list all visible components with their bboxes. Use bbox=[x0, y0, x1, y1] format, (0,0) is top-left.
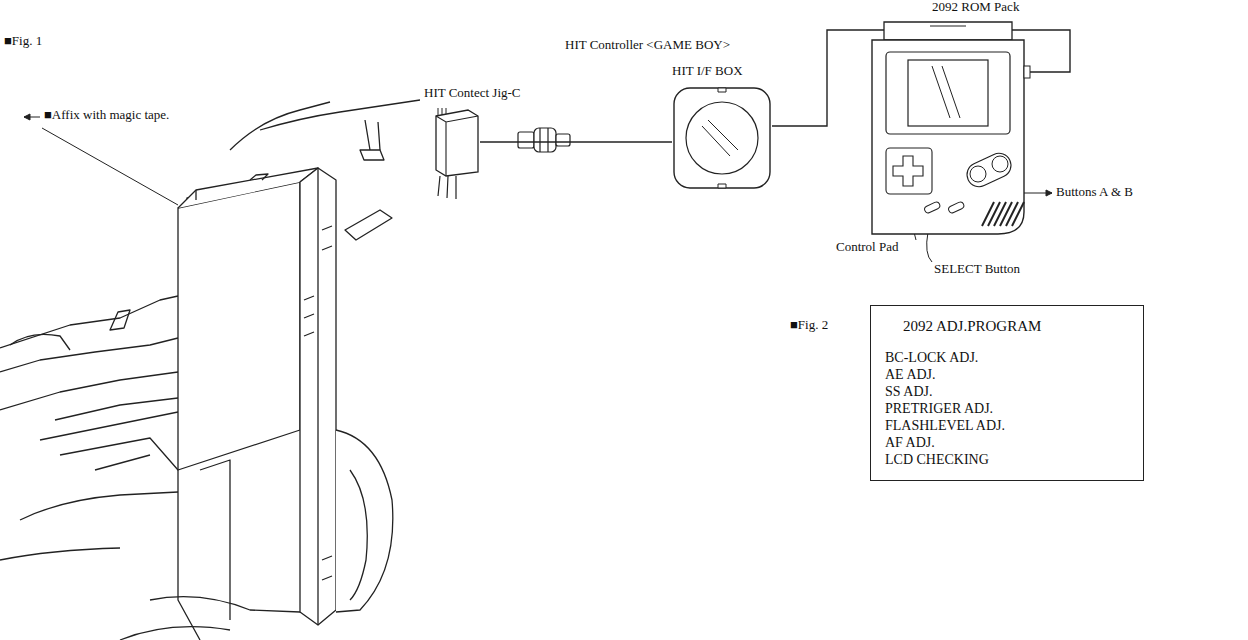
connector-plug bbox=[540, 128, 548, 152]
camera-drawing bbox=[0, 372, 178, 410]
figure-label: ■Fig. 2 bbox=[790, 318, 828, 333]
control-pad bbox=[886, 148, 932, 194]
rom-pack bbox=[930, 26, 966, 27]
plug-shape bbox=[432, 108, 480, 176]
menu-item: FLASHLEVEL ADJ. bbox=[885, 417, 1123, 434]
speaker-grille bbox=[988, 202, 1000, 226]
connector-plug bbox=[556, 134, 570, 146]
menu-item: PRETRIGER ADJ. bbox=[885, 400, 1123, 417]
game-boy-shape bbox=[870, 22, 1026, 236]
camera-drawing bbox=[195, 190, 196, 200]
leader-line bbox=[927, 232, 932, 262]
camera-drawing bbox=[360, 150, 384, 160]
speaker-grille bbox=[1000, 202, 1012, 226]
leader-line bbox=[24, 114, 30, 120]
connector-plug bbox=[518, 132, 534, 148]
camera-drawing bbox=[95, 455, 150, 470]
camera-drawing bbox=[0, 338, 178, 372]
menu-item: AE ADJ. bbox=[885, 366, 1123, 383]
camera-drawing bbox=[300, 168, 336, 625]
speaker-grille bbox=[1006, 202, 1018, 226]
camera-drawing bbox=[0, 100, 420, 640]
leader-line bbox=[42, 128, 178, 205]
game-boy-body bbox=[872, 40, 1024, 234]
part-label: Control Pad bbox=[836, 240, 898, 255]
camera-drawing bbox=[350, 470, 367, 600]
camera-drawing bbox=[120, 627, 230, 640]
speaker-grille bbox=[994, 202, 1006, 226]
camera-drawing bbox=[304, 296, 314, 336]
leader-line bbox=[1046, 190, 1052, 196]
camera-drawing bbox=[20, 492, 178, 520]
camera-drawing bbox=[150, 597, 300, 612]
camera-drawing bbox=[336, 430, 393, 612]
menu-item: SS ADJ. bbox=[885, 383, 1123, 400]
interface-box: HIT I/F BOX bbox=[672, 86, 772, 190]
camera-drawing bbox=[10, 334, 70, 350]
menu-title: 2092 ADJ.PROGRAM bbox=[903, 318, 1123, 335]
camera-drawing bbox=[250, 174, 268, 180]
clip bbox=[718, 88, 726, 188]
connector-plug bbox=[438, 176, 456, 199]
speaker-grille bbox=[1012, 202, 1024, 226]
part-label: HIT Contect Jig-C bbox=[424, 86, 521, 101]
speaker-grille bbox=[982, 202, 994, 226]
plug-shape bbox=[436, 110, 478, 176]
start-button bbox=[947, 201, 964, 214]
camera-drawing bbox=[345, 210, 392, 240]
camera-drawing bbox=[230, 102, 330, 150]
figure-label: ■Fig. 1 bbox=[4, 34, 42, 49]
link-port bbox=[1024, 66, 1030, 78]
program-menu-box: 2092 ADJ.PROGRAM BC-LOCK ADJ.AE ADJ.SS AD… bbox=[870, 305, 1144, 481]
camera-drawing bbox=[178, 470, 200, 640]
screen bbox=[908, 60, 988, 126]
screen-bezel bbox=[886, 52, 1010, 134]
button-b bbox=[970, 166, 986, 182]
camera-drawing bbox=[0, 296, 178, 348]
camera-drawing bbox=[110, 310, 130, 330]
jig-plug: HIT Contect Jig-C bbox=[432, 108, 480, 176]
camera-drawing bbox=[40, 412, 178, 440]
camera-drawing bbox=[260, 100, 420, 130]
leader-line bbox=[24, 114, 178, 205]
interface-box-dial bbox=[686, 102, 758, 174]
game-boy: HIT Controller <GAME BOY> bbox=[870, 22, 1026, 236]
plug-shape bbox=[436, 116, 478, 176]
camera-drawing bbox=[55, 398, 178, 420]
part-label: SELECT Button bbox=[934, 262, 1020, 277]
menu-item: BC-LOCK ADJ. bbox=[885, 349, 1123, 366]
camera-drawing bbox=[60, 438, 178, 470]
camera-drawing bbox=[365, 120, 380, 150]
glare-line bbox=[702, 120, 738, 156]
speaker-grille bbox=[982, 202, 1024, 226]
interface-box-shape bbox=[674, 88, 770, 188]
part-label: 2092 ROM Pack bbox=[932, 0, 1019, 15]
camera-drawing bbox=[0, 548, 120, 560]
camera-drawing bbox=[178, 182, 300, 470]
camera-drawing bbox=[200, 460, 230, 620]
part-label: HIT Controller <GAME BOY> bbox=[565, 38, 730, 53]
camera-drawing bbox=[178, 168, 318, 208]
camera-drawing bbox=[317, 168, 318, 625]
button-a bbox=[992, 156, 1008, 172]
cable bbox=[480, 141, 672, 142]
interface-box-shape bbox=[672, 86, 772, 190]
menu-item: LCD CHECKING bbox=[885, 451, 1123, 468]
menu-item: AF ADJ. bbox=[885, 434, 1123, 451]
select-button bbox=[923, 201, 940, 214]
note-label: ■Affix with magic tape. bbox=[44, 108, 169, 123]
part-label: HIT I/F BOX bbox=[672, 64, 743, 79]
glare-line bbox=[932, 66, 960, 118]
camera-drawing bbox=[322, 226, 332, 580]
buttons-a-b bbox=[963, 149, 1015, 190]
connector-plug bbox=[534, 128, 556, 152]
plug-pin bbox=[438, 108, 446, 116]
control-pad bbox=[893, 156, 923, 186]
part-label: Buttons A & B bbox=[1056, 185, 1133, 200]
rom-pack bbox=[884, 22, 1012, 40]
